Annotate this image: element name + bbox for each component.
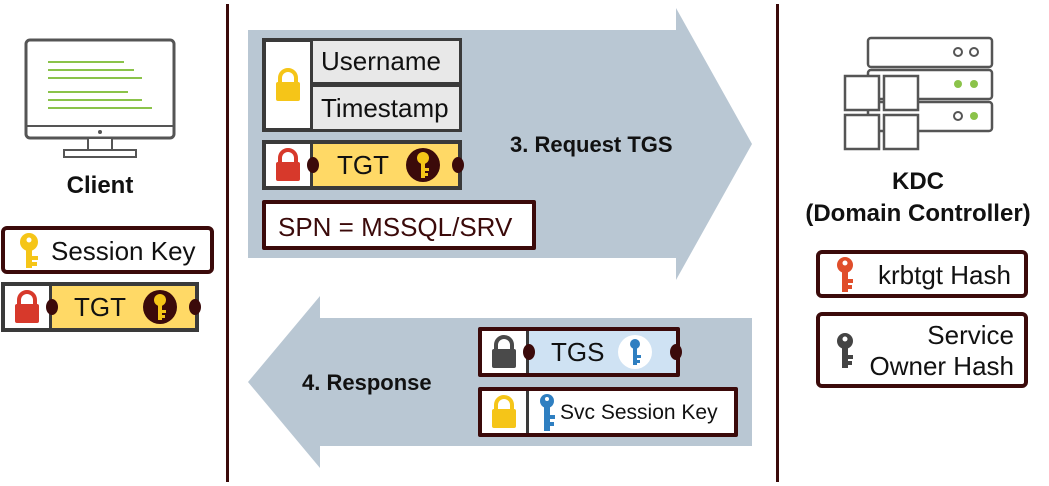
right-divider xyxy=(776,4,779,482)
server-icon xyxy=(843,36,994,151)
tgt-ticket-body: TGT xyxy=(46,286,201,328)
spn-box: SPN = MSSQL/SRV xyxy=(262,200,536,250)
service-owner-line1: Service xyxy=(927,320,1014,350)
tgt-label: TGT xyxy=(74,292,126,322)
lock-icon xyxy=(276,68,300,101)
krbtgt-hash-box: krbtgt Hash xyxy=(816,250,1028,298)
client-tgt-ticket: TGT xyxy=(1,282,201,332)
username-label: Username xyxy=(321,46,441,76)
tgs-ticket: TGS xyxy=(478,327,682,377)
lock-cell xyxy=(482,331,529,373)
response-arrow-label: 4. Response xyxy=(302,370,432,395)
key-icon xyxy=(406,148,440,182)
key-icon xyxy=(143,290,177,324)
request-arrow-label: 3. Request TGS xyxy=(510,132,673,157)
lock-icon xyxy=(492,395,516,428)
lock-cell xyxy=(266,42,310,128)
key-icon xyxy=(837,257,853,292)
lock-cell xyxy=(5,286,52,328)
username-field: Username xyxy=(310,38,462,85)
tgs-ticket-body: TGS xyxy=(523,331,682,373)
request-tgt-ticket: TGT xyxy=(262,140,464,190)
key-icon xyxy=(618,335,652,369)
svc-session-key-label: Svc Session Key xyxy=(560,401,718,424)
key-icon xyxy=(540,394,555,431)
timestamp-field: Timestamp xyxy=(310,84,462,132)
service-owner-line2: Owner Hash xyxy=(869,351,1015,381)
session-key-label: Session Key xyxy=(51,236,196,266)
lock-cell xyxy=(482,391,529,433)
lock-icon xyxy=(15,290,39,323)
client-session-key-box: Session Key xyxy=(1,226,214,274)
tgt-ticket-body: TGT xyxy=(307,144,464,186)
key-icon xyxy=(837,333,853,368)
tgs-label: TGS xyxy=(551,337,605,367)
kdc-title-line1: KDC xyxy=(892,168,944,195)
key-icon xyxy=(20,233,38,268)
timestamp-label: Timestamp xyxy=(321,92,449,123)
lock-cell xyxy=(266,144,313,186)
kdc-title-line2: (Domain Controller) xyxy=(805,200,1031,227)
svc-session-key-box: Svc Session Key xyxy=(478,387,738,437)
service-owner-hash-label: Service Owner Hash xyxy=(870,320,1015,382)
kdc-title: KDC (Domain Controller) xyxy=(787,166,1049,230)
service-owner-hash-box: Service Owner Hash xyxy=(816,312,1028,388)
krbtgt-hash-label: krbtgt Hash xyxy=(878,260,1011,290)
left-divider xyxy=(226,4,229,482)
authenticator-box: Username Timestamp xyxy=(262,38,462,132)
lock-icon xyxy=(492,335,516,368)
spn-label: SPN = MSSQL/SRV xyxy=(278,212,513,242)
monitor-icon xyxy=(24,38,176,158)
lock-icon xyxy=(276,148,300,181)
tgt-label: TGT xyxy=(337,150,389,180)
client-label: Client xyxy=(66,172,134,199)
